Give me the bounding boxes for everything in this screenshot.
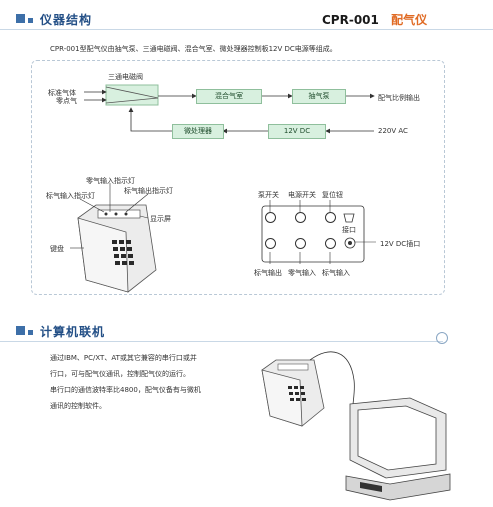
zero-in-label: 零气输入 [288, 269, 316, 277]
ac-label: 220V AC [378, 127, 408, 135]
cpu-block: 微处理器 [172, 124, 224, 139]
mix-chamber-block: 混合气室 [196, 89, 262, 104]
dc-power-block: 12V DC [268, 124, 326, 139]
display-label: 显示屏 [150, 215, 171, 223]
output-label: 配气比例输出 [378, 94, 420, 102]
std-out-port-icon [265, 238, 276, 249]
paragraph-line: 行口，可与配气仪通讯，控制配气仪的运行。 [50, 370, 190, 378]
zero-gas-label: 零点气 [56, 97, 77, 105]
section-bullet-small-icon [28, 330, 33, 335]
section-title: 计算机联机 [40, 325, 106, 339]
reset-button-icon [325, 212, 336, 223]
section-title: 仪器结构 [40, 13, 93, 27]
out-led-label: 标气输出指示灯 [124, 187, 173, 195]
valve-label: 三通电磁阀 [108, 73, 143, 81]
intro-text: CPR-001型配气仪由抽气泵、三通电磁阀、混合气室、微处理器控制板12V DC… [50, 45, 337, 53]
zero-led-label: 零气输入指示灯 [86, 177, 135, 185]
computer-paragraph: 通过IBM、PC/XT、AT或其它兼容的串行口或并 行口，可与配气仪通讯，控制配… [50, 350, 250, 414]
pump-switch-icon [265, 212, 276, 223]
section-header-structure: 仪器结构 CPR-001 配气仪 [0, 8, 493, 30]
section-bullet-icon [16, 326, 25, 335]
zero-in-port-icon [295, 238, 306, 249]
dc-port-label: 12V DC插口 [380, 240, 421, 248]
paragraph-line: 通过IBM、PC/XT、AT或其它兼容的串行口或并 [50, 354, 197, 362]
computer-illustration [261, 351, 451, 501]
paragraph-line: 串行口的通信波特率比4800，配气仪备有与微机 [50, 386, 201, 394]
reset-label: 复位钮 [322, 191, 343, 199]
power-switch-label: 电源开关 [288, 191, 316, 199]
section-divider [0, 341, 443, 342]
std-out-label: 标气输出 [254, 269, 282, 277]
pump-block: 抽气泵 [292, 89, 346, 104]
pump-switch-label: 泵开关 [258, 191, 279, 199]
std-led-label: 标气输入指示灯 [46, 192, 95, 200]
std-in-label: 标气输入 [322, 269, 350, 277]
standard-gas-label: 标准气体 [48, 89, 76, 97]
power-switch-icon [295, 212, 306, 223]
section-bullet-small-icon [28, 18, 33, 23]
product-name: 配气仪 [391, 13, 428, 27]
section-divider [0, 29, 493, 30]
std-in-port-icon [325, 238, 336, 249]
paragraph-line: 通讯的控制软件。 [50, 402, 106, 410]
product-model: CPR-001 [322, 13, 379, 27]
section-header-computer: 计算机联机 [0, 320, 493, 342]
port-label: 接口 [342, 226, 356, 234]
keyboard-label: 键盘 [50, 245, 64, 253]
section-bullet-icon [16, 14, 25, 23]
product-title: CPR-001 配气仪 [322, 11, 427, 28]
decorative-circle-icon [436, 332, 448, 344]
